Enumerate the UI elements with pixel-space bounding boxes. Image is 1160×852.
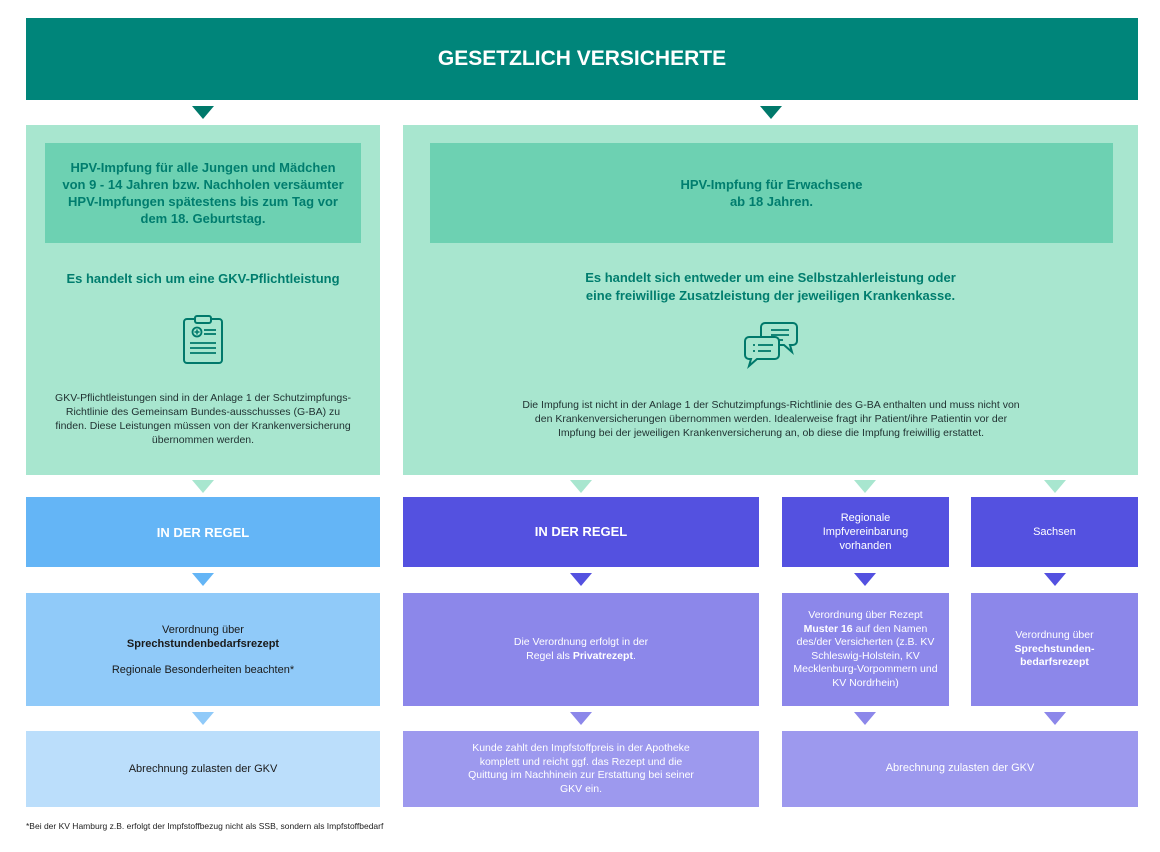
left-panel: HPV-Impfung für alle Jungen und Mädchen … <box>26 125 380 475</box>
arrow-down-icon <box>192 712 214 725</box>
header-banner: GESETZLICH VERSICHERTE <box>26 18 1138 100</box>
right-panel: HPV-Impfung für Erwachsene ab 18 Jahren.… <box>403 125 1138 475</box>
arrow-down-icon <box>854 573 876 586</box>
col2-step2-box: Verordnung über Rezept Muster 16 auf den… <box>782 593 949 706</box>
col3-step1-box: Sachsen <box>971 497 1138 567</box>
arrow-down-icon <box>570 712 592 725</box>
left-step3-box: Abrechnung zulasten der GKV <box>26 731 380 807</box>
arrow-down-icon <box>1044 480 1066 493</box>
arrow-down-icon <box>1044 573 1066 586</box>
chat-bubbles-icon <box>743 319 799 369</box>
col23-step3-box: Abrechnung zulasten der GKV <box>782 731 1138 807</box>
col1-step3-box: Kunde zahlt den Impfstoffpreis in der Ap… <box>403 731 759 807</box>
arrow-down-icon <box>854 480 876 493</box>
left-panel-title: HPV-Impfung für alle Jungen und Mädchen … <box>45 143 361 243</box>
right-panel-subhead: Es handelt sich entweder um eine Selbstz… <box>585 270 956 303</box>
arrow-down-icon <box>192 106 214 119</box>
col2-step1-box: Regionale Impfvereinbarung vorhanden <box>782 497 949 567</box>
arrow-down-icon <box>570 573 592 586</box>
clipboard-icon <box>178 315 228 367</box>
left-panel-subhead: Es handelt sich um eine GKV-Pflichtleist… <box>66 271 340 286</box>
col1-step2-box: Die Verordnung erfolgt in der Regel als … <box>403 593 759 706</box>
footnote: *Bei der KV Hamburg z.B. erfolgt der Imp… <box>26 821 384 831</box>
col3-step2-box: Verordnung über Sprechstunden-bedarfsrez… <box>971 593 1138 706</box>
left-step2-box: Verordnung über Sprechstundenbedarfsreze… <box>26 593 380 706</box>
arrow-down-icon <box>1044 712 1066 725</box>
arrow-down-icon <box>760 106 782 119</box>
arrow-down-icon <box>570 480 592 493</box>
left-panel-description: GKV-Pflichtleistungen sind in der Anlage… <box>55 392 351 446</box>
col1-step1-box: IN DER REGEL <box>403 497 759 567</box>
left-step1-box: IN DER REGEL <box>26 497 380 567</box>
arrow-down-icon <box>192 480 214 493</box>
header-title: GESETZLICH VERSICHERTE <box>437 47 727 70</box>
arrow-down-icon <box>192 573 214 586</box>
right-panel-title: HPV-Impfung für Erwachsene ab 18 Jahren. <box>430 143 1113 243</box>
right-panel-description: Die Impfung ist nicht in der Anlage 1 de… <box>522 399 1020 439</box>
arrow-down-icon <box>854 712 876 725</box>
